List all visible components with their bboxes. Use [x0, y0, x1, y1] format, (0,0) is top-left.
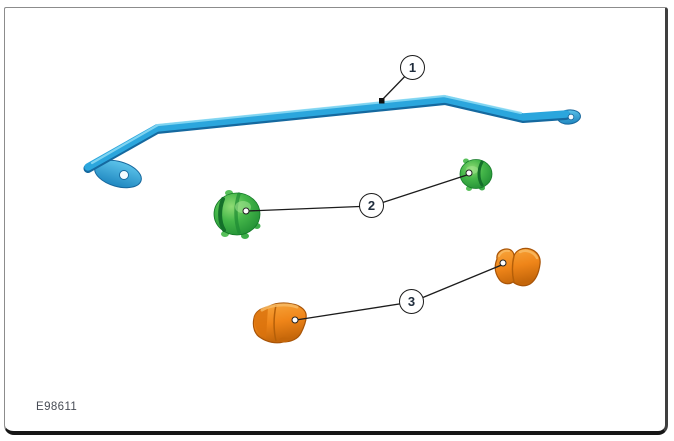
bar-left-eyelet-hole: [119, 170, 129, 180]
callout-1-stabilizer-bar: 1: [400, 55, 425, 80]
bushing-right-part: [459, 158, 493, 191]
leader-line-2-left: [246, 205, 373, 212]
bar-right-eyelet-hole: [567, 113, 575, 121]
leader-end-dot-3-right: [499, 259, 507, 267]
callout-2-bushings: 2: [359, 193, 384, 218]
callout-3-number: 3: [407, 294, 416, 309]
callout-1-number: 1: [408, 60, 417, 75]
figure-id-label: E98611: [36, 401, 78, 413]
leader-line-3-left: [295, 301, 413, 321]
leader-end-square-1: [379, 98, 385, 104]
leader-line-2-right: [371, 173, 471, 207]
leader-end-dot-3-left: [291, 316, 299, 324]
leader-end-dot-2-right: [465, 169, 473, 177]
bracket-right-part: [494, 247, 541, 287]
bracket-left-part: [252, 302, 307, 344]
bushing-left-part: [213, 190, 261, 239]
callout-3-brackets: 3: [399, 289, 424, 314]
callout-2-number: 2: [367, 198, 376, 213]
leader-end-dot-2-left: [242, 207, 250, 215]
leader-lines: [242, 67, 507, 324]
figure-border: [4, 7, 668, 435]
bar-highlight: [90, 94, 523, 165]
bar-body: [84, 95, 570, 171]
leader-line-3-right: [411, 263, 505, 303]
stabilizer-bar-part: [83, 94, 581, 189]
